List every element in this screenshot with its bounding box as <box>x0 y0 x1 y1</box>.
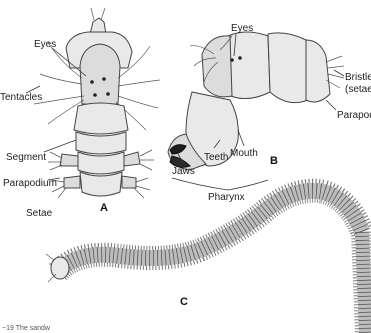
label-b-parapodium: Parapodiu <box>337 110 371 121</box>
panel-a-illustration <box>34 8 160 198</box>
label-a-parapodium: Parapodium <box>3 178 57 189</box>
label-b-mouth: Mouth <box>230 148 258 159</box>
label-a-segment: Segment <box>6 152 46 163</box>
panel-c-letter: C <box>180 296 188 308</box>
label-b-bristles: Bristles <box>345 72 371 83</box>
label-b-jaws: Jaws <box>172 166 195 177</box>
label-b-eyes: Eyes <box>231 23 253 34</box>
panel-c-illustration <box>46 191 366 333</box>
label-a-setae: Setae <box>26 208 53 219</box>
panel-a-letter: A <box>100 202 108 214</box>
label-b-pharynx: Pharynx <box>208 192 245 203</box>
label-b-setae: (setae) <box>345 84 371 95</box>
label-a-tentacles: Tentacles <box>0 92 42 103</box>
label-a-eyes: Eyes <box>34 39 56 50</box>
panel-b-letter: B <box>270 155 278 167</box>
caption-fragment: ~19 The sandw <box>2 325 51 332</box>
label-b-teeth: Teeth <box>204 152 228 163</box>
